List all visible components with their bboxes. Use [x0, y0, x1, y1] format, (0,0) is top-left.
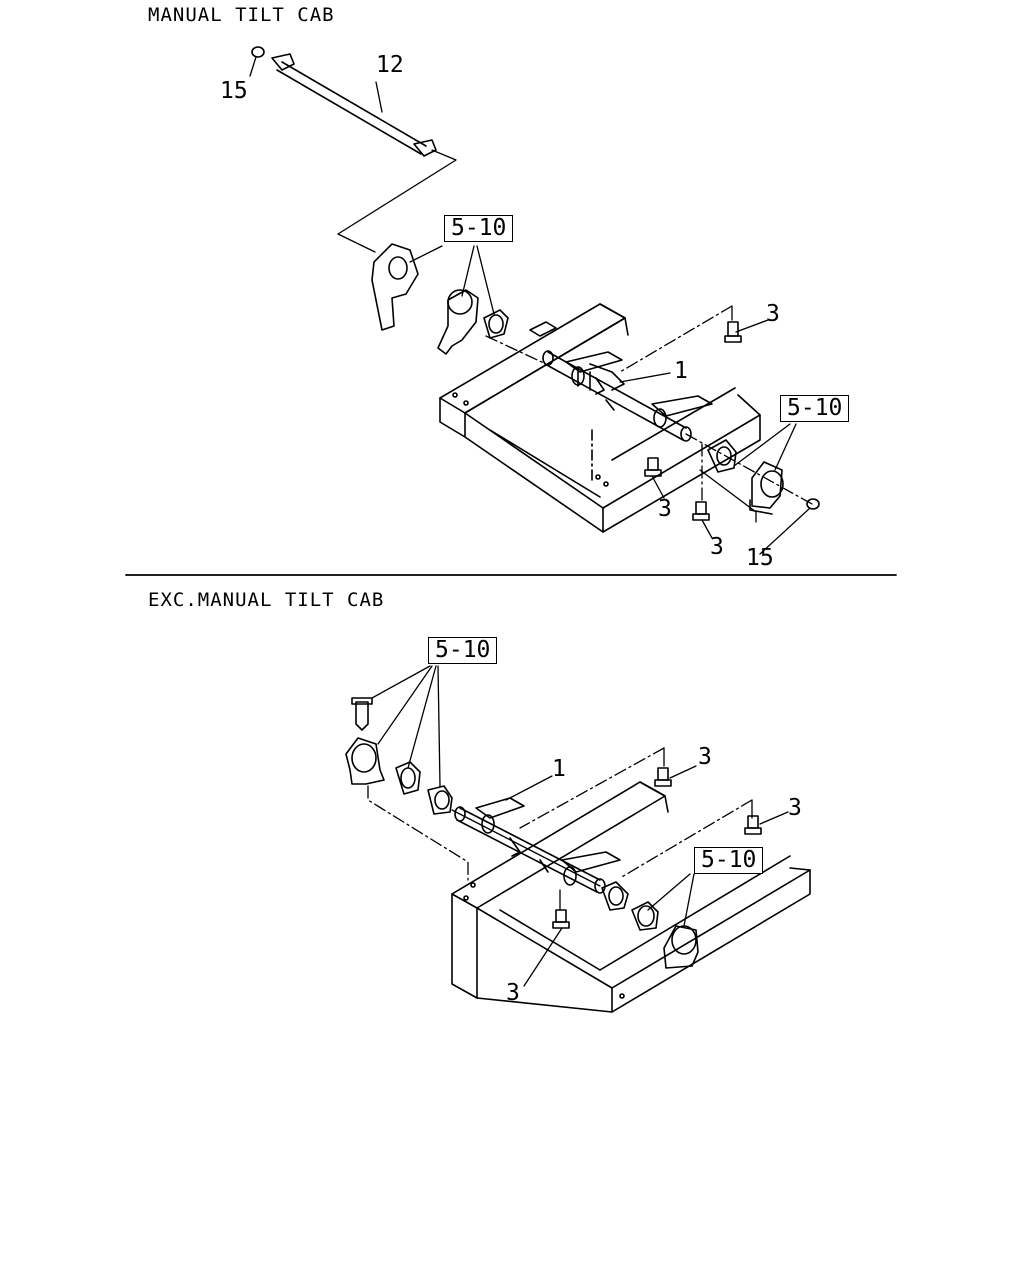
top-clip-lower [806, 498, 820, 510]
bottom-right-brackets [601, 881, 699, 969]
top-clip-upper [251, 46, 265, 58]
callout-3-top-right: 3 [766, 301, 780, 327]
top-leader-lines [249, 56, 813, 555]
bottom-frame [451, 781, 811, 1013]
callout-5-10-bottom-left: 5-10 [428, 637, 498, 664]
top-cross-shaft [529, 321, 713, 442]
top-bolts [644, 321, 742, 521]
top-frame [439, 303, 761, 533]
bottom-cross-shaft [454, 797, 621, 894]
callout-5-10-top-left: 5-10 [444, 215, 514, 242]
callout-15-clip: 15 [220, 78, 248, 104]
callout-3-top-center: 3 [658, 496, 672, 522]
callout-1-bottom-cross-shaft: 1 [552, 756, 566, 782]
callout-3-bottom-upper: 3 [698, 744, 712, 770]
torsion-bar [271, 53, 437, 157]
callout-3-bottom-lower: 3 [506, 980, 520, 1006]
bottom-left-brackets [345, 697, 453, 815]
callout-5-10-bottom-right: 5-10 [694, 847, 764, 874]
callout-12-torsion-bar: 12 [376, 52, 404, 78]
section-title-exc-manual-tilt-cab: EXC.MANUAL TILT CAB [148, 589, 385, 611]
callout-5-10-top-right: 5-10 [780, 395, 850, 422]
callout-1-cross-shaft: 1 [674, 358, 688, 384]
top-right-brackets [707, 439, 784, 515]
callout-3-bottom-right: 3 [788, 795, 802, 821]
callout-15-clip-lower: 15 [746, 545, 774, 571]
manual-tilt-cab-drawing [249, 46, 820, 555]
top-left-brackets [371, 243, 509, 355]
section-title-manual-tilt-cab: MANUAL TILT CAB [148, 4, 335, 26]
bottom-leader-lines [367, 665, 789, 987]
callout-3-top-bottom: 3 [710, 534, 724, 560]
exc-manual-tilt-cab-drawing [345, 665, 811, 1013]
bottom-bolts [552, 767, 762, 929]
